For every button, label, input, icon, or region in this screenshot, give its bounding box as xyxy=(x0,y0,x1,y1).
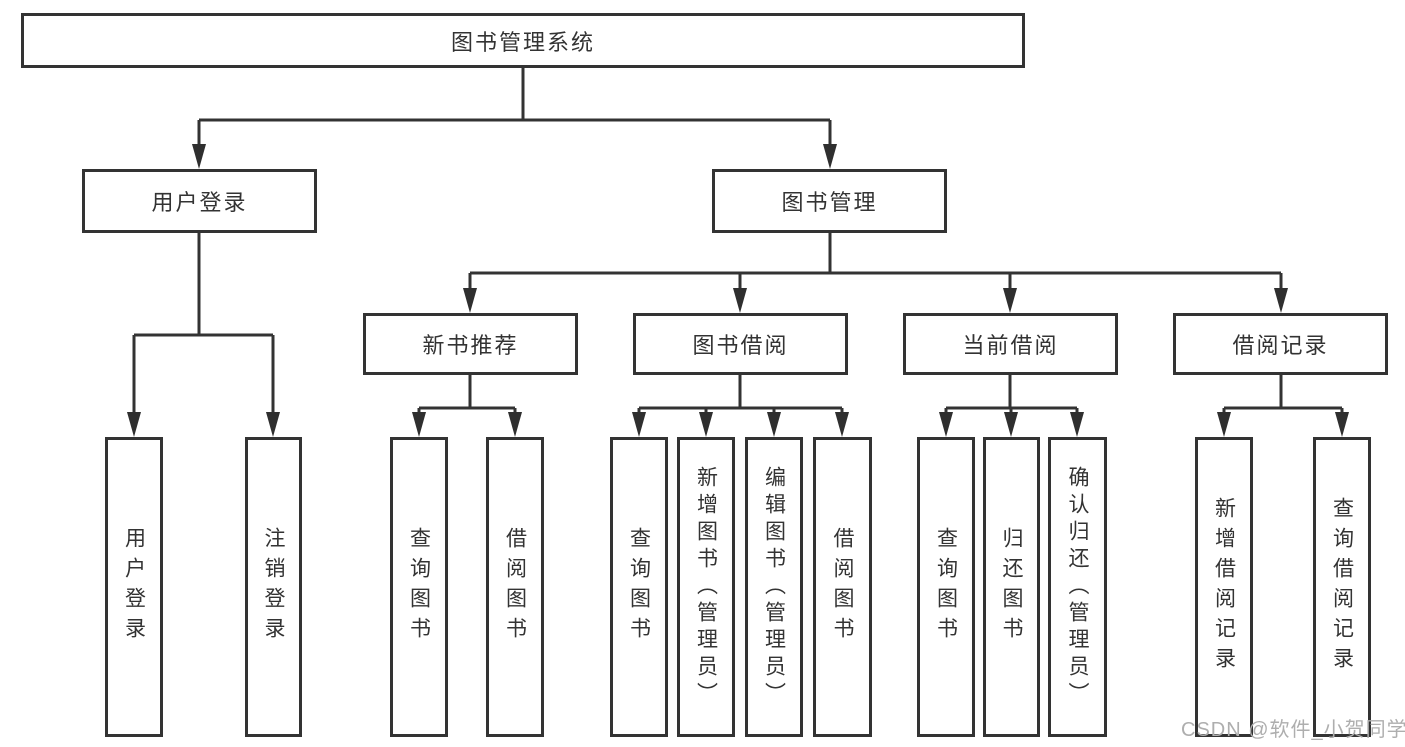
node-book-borrowing-label: 图书借阅 xyxy=(692,333,789,358)
leaf-add-books-admin: 新增图书（管理员） xyxy=(677,437,735,737)
node-current-borrowing: 当前借阅 xyxy=(903,313,1118,375)
leaf-query-books-recommend: 查询图书 xyxy=(390,437,448,737)
leaf-query-books-borrowing-label: 查询图书 xyxy=(627,527,651,647)
leaf-borrow-books-recommend: 借阅图书 xyxy=(486,437,544,737)
node-user-login: 用户登录 xyxy=(82,169,317,233)
leaf-add-borrow-record-label: 新增借阅记录 xyxy=(1212,497,1236,677)
leaf-borrow-books-borrowing: 借阅图书 xyxy=(813,437,872,737)
csdn-watermark: CSDN @软件_小贺同学 xyxy=(1181,719,1405,741)
node-book-management-label: 图书管理 xyxy=(781,190,878,215)
leaf-user-login-label: 用户登录 xyxy=(122,527,146,647)
leaf-logout: 注销登录 xyxy=(245,437,302,737)
leaf-return-books: 归还图书 xyxy=(983,437,1040,737)
node-book-management: 图书管理 xyxy=(712,169,947,233)
leaf-query-books-borrowing: 查询图书 xyxy=(610,437,668,737)
leaf-query-books-current: 查询图书 xyxy=(917,437,975,737)
node-borrowing-records-label: 借阅记录 xyxy=(1232,333,1329,358)
node-new-book-recommendation-label: 新书推荐 xyxy=(422,333,519,358)
leaf-edit-books-admin-label: 编辑图书（管理员） xyxy=(762,465,786,709)
leaf-logout-label: 注销登录 xyxy=(262,527,285,647)
leaf-add-borrow-record: 新增借阅记录 xyxy=(1195,437,1253,737)
leaf-edit-books-admin: 编辑图书（管理员） xyxy=(745,437,803,737)
node-current-borrowing-label: 当前借阅 xyxy=(962,333,1059,358)
leaf-user-login: 用户登录 xyxy=(105,437,163,737)
node-borrowing-records: 借阅记录 xyxy=(1173,313,1388,375)
node-book-borrowing: 图书借阅 xyxy=(633,313,848,375)
leaf-query-books-recommend-label: 查询图书 xyxy=(407,527,431,647)
node-new-book-recommendation: 新书推荐 xyxy=(363,313,578,375)
node-library-management-system: 图书管理系统 xyxy=(21,13,1025,68)
leaf-borrow-books-recommend-label: 借阅图书 xyxy=(503,527,527,647)
node-user-login-label: 用户登录 xyxy=(151,190,248,215)
leaf-query-borrow-record-label: 查询借阅记录 xyxy=(1330,497,1354,677)
leaf-query-books-current-label: 查询图书 xyxy=(934,527,958,647)
leaf-confirm-return-admin-label: 确认归还（管理员） xyxy=(1066,465,1089,709)
leaf-return-books-label: 归还图书 xyxy=(1000,527,1023,647)
leaf-confirm-return-admin: 确认归还（管理员） xyxy=(1048,437,1107,737)
connector-strokes xyxy=(132,68,1344,418)
node-library-management-system-label: 图书管理系统 xyxy=(450,29,595,55)
arrowheads xyxy=(127,144,1349,437)
leaf-query-borrow-record: 查询借阅记录 xyxy=(1313,437,1371,737)
leaf-borrow-books-borrowing-label: 借阅图书 xyxy=(831,527,854,647)
leaf-add-books-admin-label: 新增图书（管理员） xyxy=(694,465,718,709)
